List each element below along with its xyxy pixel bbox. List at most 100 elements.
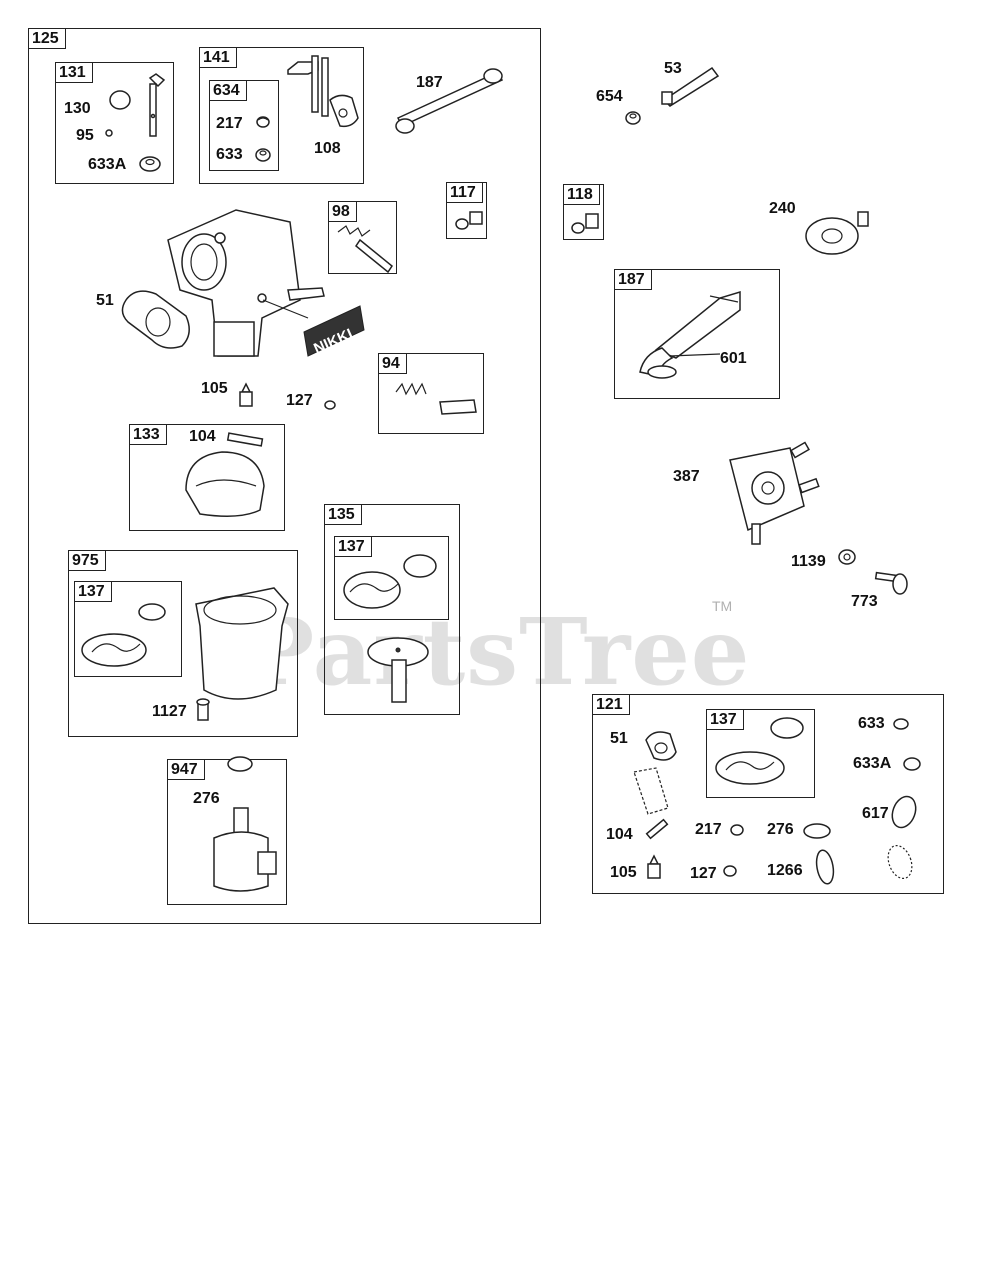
label-217: 217 (216, 115, 243, 132)
screw-1127-icon (196, 698, 210, 721)
label-187: 187 (416, 74, 443, 91)
group-975-box: 975 (68, 550, 298, 737)
group-133-box: 133 (129, 424, 285, 531)
group-135-tag: 135 (324, 504, 362, 525)
oring-975-icon (138, 603, 166, 621)
washer-121-276-icon (803, 823, 831, 839)
group-975-137-box: 137 (74, 581, 182, 677)
group-135-137-box: 137 (334, 536, 449, 620)
plate-135-icon (367, 637, 429, 703)
label-121-633: 633 (858, 715, 885, 732)
group-98-tag: 98 (328, 201, 357, 222)
oring-121-icon (770, 717, 804, 739)
gasket-51-icon (121, 290, 190, 349)
gasket-975-icon (81, 633, 147, 667)
label-121-217: 217 (695, 821, 722, 838)
group-141-tag: 141 (199, 47, 237, 68)
float-bowl-975-icon (195, 587, 289, 700)
label-276: 276 (193, 790, 220, 807)
gasket-121-51-icon (645, 731, 677, 761)
gasket-135-icon (343, 571, 401, 609)
oring-135-icon (403, 554, 437, 578)
nikki-logo: NIKKI (303, 305, 365, 358)
group-131-box: 131 (55, 62, 174, 184)
label-387: 387 (673, 468, 700, 485)
label-633: 633 (216, 146, 243, 163)
oring-1266-icon (815, 849, 835, 885)
gasket-121-137-icon (715, 751, 785, 785)
group-634-tag: 634 (209, 80, 247, 101)
group-634-box: 634 (209, 80, 279, 171)
watermark: PartsTree (245, 598, 751, 706)
seal-121-633A-icon (903, 757, 921, 771)
group-117-tag: 117 (446, 182, 483, 203)
label-121-127: 127 (690, 865, 717, 882)
jet-117-icon (455, 211, 483, 230)
valve-773-icon (874, 571, 908, 595)
idle-screw-98-icon (337, 225, 394, 274)
group-133-tag: 133 (129, 424, 167, 445)
label-127: 127 (286, 392, 313, 409)
spring-121-217-icon (730, 824, 744, 836)
label-633A: 633A (88, 156, 127, 173)
seal-633A-icon (139, 156, 161, 172)
group-121-137-box: 137 (706, 709, 815, 798)
group-125-box: 125 (28, 28, 541, 924)
group-187-box: 187 (614, 269, 780, 399)
group-94-box: 94 (378, 353, 484, 434)
group-975-tag: 975 (68, 550, 106, 571)
group-187-tag: 187 (614, 269, 652, 290)
label-617: 617 (862, 805, 889, 822)
watermark-trademark: TM (712, 598, 733, 614)
carburetor-icon (167, 209, 325, 357)
label-654: 654 (596, 88, 623, 105)
label-773: 773 (851, 593, 878, 610)
group-141-box: 141 (199, 47, 364, 184)
oring-617-icon (891, 795, 917, 829)
screw-icon (105, 129, 113, 137)
label-240: 240 (769, 200, 796, 217)
washer-276-icon (227, 756, 253, 772)
group-98-box: 98 (328, 201, 397, 274)
label-130: 130 (64, 100, 91, 117)
group-118-box: 118 (563, 184, 604, 240)
jet-118-icon (571, 213, 599, 234)
mixture-screw-94-icon (395, 382, 477, 415)
washer-127-icon (324, 400, 336, 410)
label-108: 108 (314, 140, 341, 157)
label-121-276: 276 (767, 821, 794, 838)
float-133-icon (185, 432, 265, 517)
fitting-654-icon (625, 111, 641, 125)
throttle-plate-icon (329, 94, 359, 128)
group-947-box: 947 (167, 759, 287, 905)
label-121-104: 104 (606, 826, 633, 843)
oring-outline-icon (887, 844, 913, 880)
label-121-51: 51 (610, 730, 628, 747)
spring-217-icon (256, 116, 270, 128)
fuel-pump-387-icon (729, 441, 820, 545)
group-118-tag: 118 (563, 184, 600, 205)
group-135-box: 135 (324, 504, 460, 715)
solenoid-947-icon (213, 807, 277, 892)
label-53: 53 (664, 60, 682, 77)
seal-633-icon (255, 148, 271, 162)
throttle-shaft-icon (287, 55, 329, 117)
choke-plate-icon (109, 90, 131, 110)
label-105: 105 (201, 380, 228, 397)
group-121-box: 121 (592, 694, 944, 894)
label-601: 601 (720, 350, 747, 367)
group-117-box: 117 (446, 182, 487, 239)
group-975-137-tag: 137 (74, 581, 112, 602)
pin-53-icon (661, 66, 720, 107)
needle-105-icon (239, 382, 253, 407)
group-125-tag: 125 (28, 28, 66, 49)
label-1266: 1266 (767, 862, 803, 879)
tube-601-icon (639, 290, 741, 379)
group-121-137-tag: 137 (706, 709, 744, 730)
choke-shaft-icon (148, 73, 166, 137)
group-135-137-tag: 137 (334, 536, 372, 557)
label-1127: 1127 (152, 703, 187, 720)
group-947-tag: 947 (167, 759, 205, 780)
